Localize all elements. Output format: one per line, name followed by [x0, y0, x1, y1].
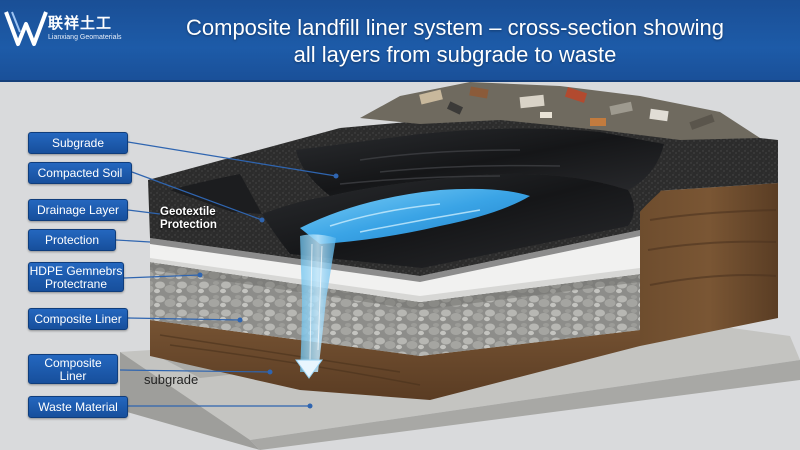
- callout-hdpe-line-1: HDPE Gemnebrs: [29, 264, 123, 278]
- leader-line-compacted-soil: [131, 171, 263, 221]
- leader-line-hdpe: [123, 274, 201, 279]
- logo-mark-icon: [4, 11, 48, 46]
- logo-chinese-text: 联祥土工: [48, 14, 113, 32]
- callout-subgrade: Subgrade: [28, 132, 128, 154]
- leader-dot: [333, 173, 339, 179]
- page-title: Composite landfill liner system – cross-…: [110, 14, 800, 68]
- subgrade-scene-label: subgrade: [144, 372, 199, 387]
- title-line-2: all layers from subgrade to waste: [293, 42, 617, 67]
- callout-composite-liner-2: Composite Liner: [28, 354, 118, 384]
- leader-line-protection: [115, 239, 151, 243]
- leader-dot: [267, 369, 273, 375]
- leachate-water-pool: [300, 188, 530, 244]
- leader-line-composite-liner: [119, 369, 271, 373]
- title-banner: 联祥土工 Lianxiang Geomaterials Composite la…: [0, 0, 800, 82]
- gravel-drainage-layer: [150, 262, 640, 356]
- leader-dot: [237, 317, 243, 323]
- waste-debris-pile: [360, 82, 760, 140]
- callout-compacted-soil: Compacted Soil: [28, 162, 132, 184]
- callout-leader-lines: [115, 141, 337, 407]
- logo-english-text: Lianxiang Geomaterials: [48, 34, 122, 41]
- leader-dot: [259, 217, 265, 223]
- leader-dot: [307, 403, 313, 409]
- callout-drainage-layer: Drainage Layer: [28, 199, 128, 221]
- callout-hdpe-line-2: Protectrane: [44, 277, 108, 291]
- callout-composite-liner: Composite Liner: [28, 308, 128, 330]
- leader-dots: [197, 173, 339, 409]
- leader-line-subgrade: [127, 141, 337, 177]
- company-logo: 联祥土工 Lianxiang Geomaterials: [4, 6, 122, 50]
- title-line-1: Composite landfill liner system – cross-…: [186, 15, 724, 40]
- leader-line-composite: [127, 317, 241, 321]
- leader-line-drainage: [127, 209, 161, 215]
- callout-hdpe-geomembrane: HDPE Gemnebrs Protectrane: [28, 262, 124, 292]
- callout-protection: Protection: [28, 229, 116, 251]
- soil-side-block: [640, 183, 778, 346]
- callout-waste-material: Waste Material: [28, 396, 128, 418]
- leader-dot: [197, 272, 203, 278]
- geotextile-protection-label: Geotextile Protection: [160, 206, 217, 232]
- geotextile-label-line-2: Protection: [160, 219, 217, 231]
- geotextile-label-line-1: Geotextile: [160, 206, 216, 218]
- soil-front-layer: [150, 320, 640, 400]
- leachate-flow-stream: [295, 234, 336, 379]
- liner-cross-section-illustration: [115, 82, 800, 450]
- callout-composite-line-1: Composite: [44, 356, 102, 370]
- callout-composite-line-2: Liner: [59, 369, 87, 383]
